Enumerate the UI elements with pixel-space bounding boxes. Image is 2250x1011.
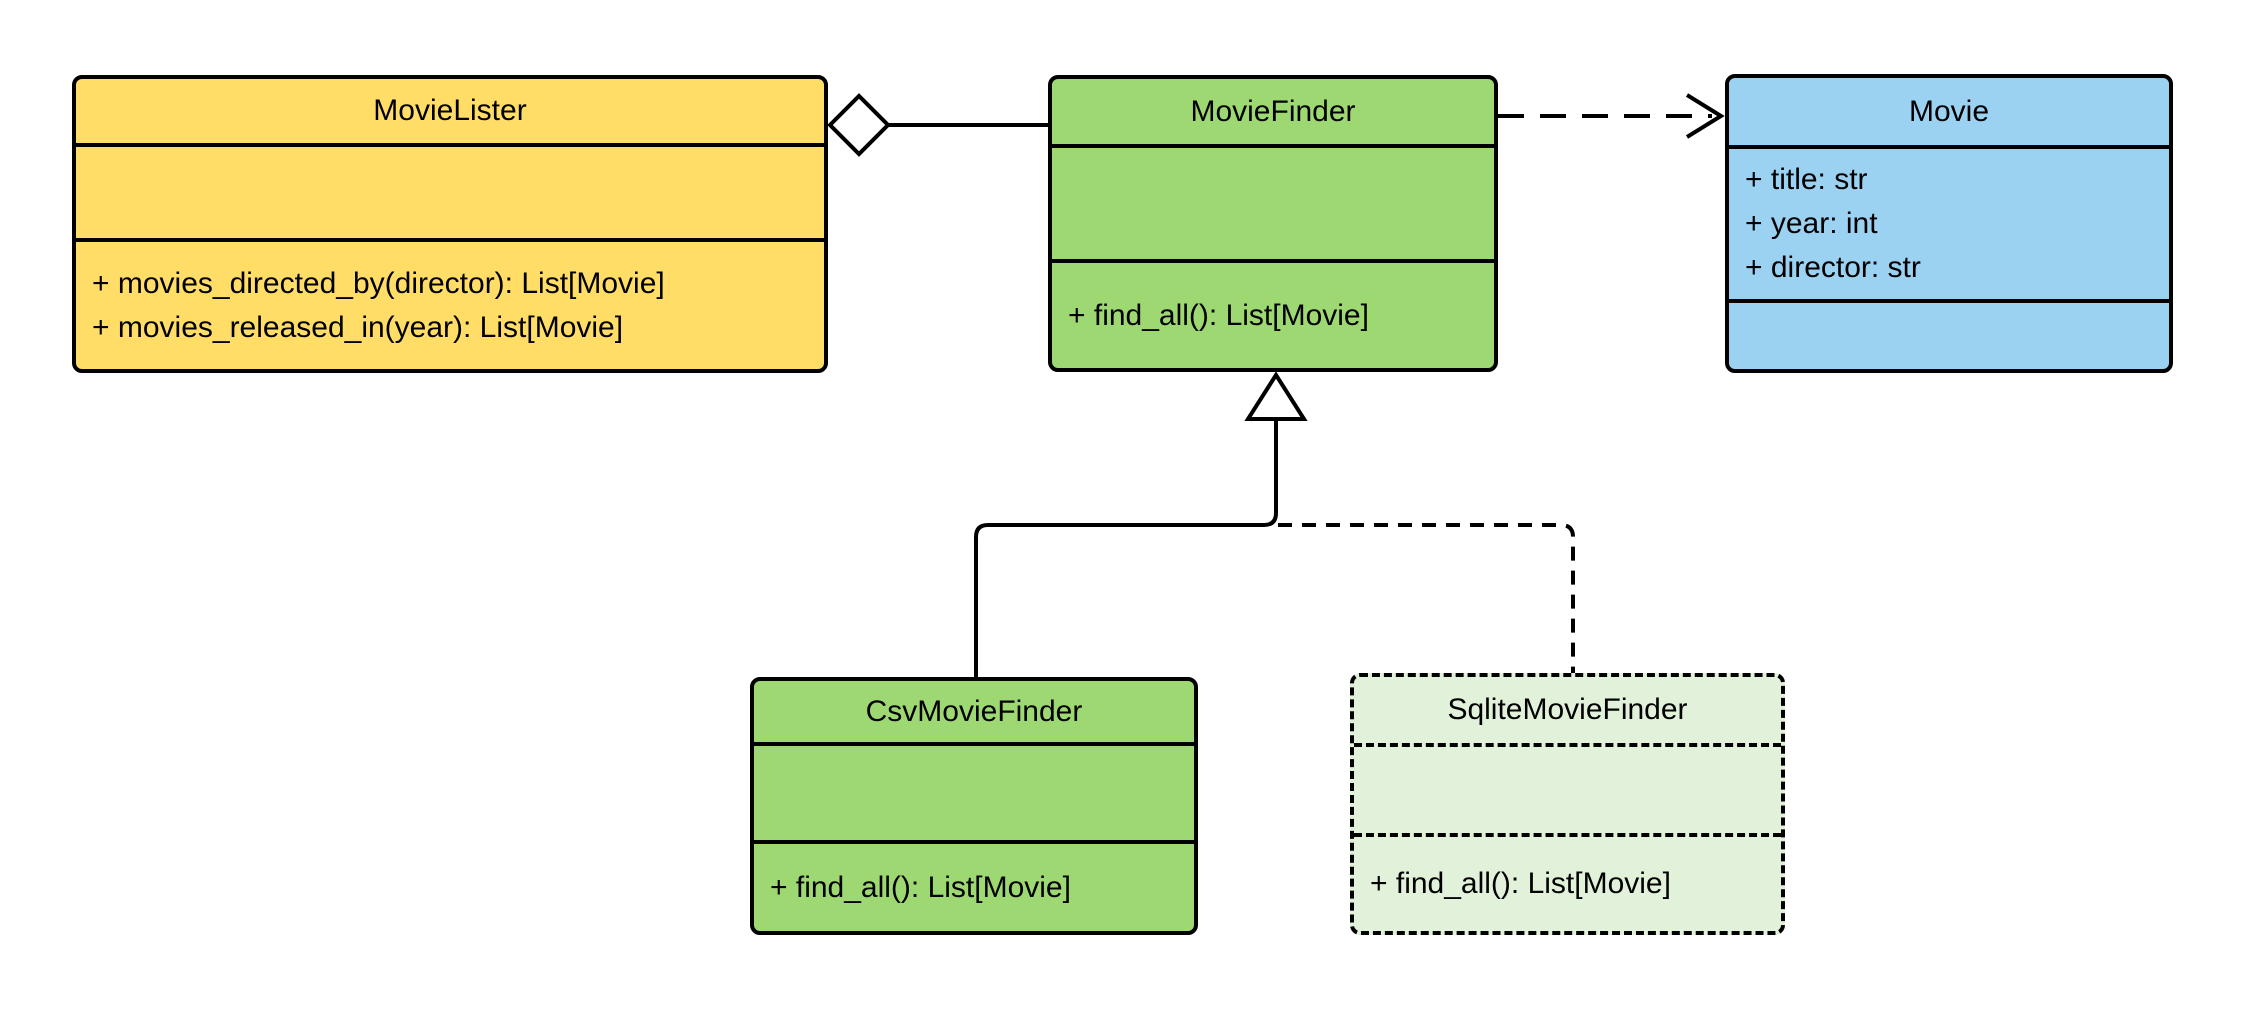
method-label: + find_all(): List[Movie] — [1068, 298, 1369, 332]
generalization-connector-csvmoviefinder-moviefinder — [974, 419, 1278, 677]
class-box-moviefinder: MovieFinder + find_all(): List[Movie] — [1048, 75, 1498, 372]
class-title: SqliteMovieFinder — [1447, 693, 1688, 726]
dependency-open-arrowhead-icon — [1685, 93, 1725, 139]
methods-section: + find_all(): List[Movie] — [1052, 259, 1494, 368]
method-label: + find_all(): List[Movie] — [1370, 867, 1671, 900]
class-title: MovieFinder — [1190, 94, 1356, 128]
generalization-connector-sqlitemoviefinder-moviefinder — [1278, 523, 1575, 673]
dependency-connector-moviefinder-movie — [1498, 93, 1725, 139]
attributes-section-empty — [754, 742, 1194, 840]
methods-section: + movies_directed_by(director): List[Mov… — [76, 238, 824, 369]
class-title: Movie — [1908, 94, 1990, 128]
class-box-sqlitemoviefinder: SqliteMovieFinder + find_all(): List[Mov… — [1350, 673, 1785, 935]
method-label: + movies_directed_by(director): List[Mov… — [92, 266, 665, 300]
methods-section: + find_all(): List[Movie] — [1354, 833, 1781, 931]
attribute-label: + director: str — [1745, 251, 1921, 284]
method-label: + movies_released_in(year): List[Movie] — [92, 310, 624, 344]
aggregation-diamond-icon — [827, 93, 891, 157]
attribute-label: + title: str — [1745, 163, 1868, 196]
attributes-section-empty — [1052, 144, 1494, 259]
methods-section-empty — [1729, 299, 2169, 369]
generalization-solid-line — [974, 419, 1278, 677]
aggregation-connector-movielister-moviefinder — [827, 93, 1048, 157]
class-title: CsvMovieFinder — [865, 694, 1083, 728]
generalization-triangle-icon — [1244, 371, 1308, 421]
class-box-movielister: MovieLister + movies_directed_by(directo… — [72, 75, 828, 373]
attributes-section: + title: str + year: int + director: str — [1729, 145, 2169, 299]
class-title: MovieLister — [373, 94, 527, 127]
class-box-movie: Movie + title: str + year: int + directo… — [1725, 74, 2173, 373]
attributes-section-empty — [76, 143, 824, 238]
class-box-csvmoviefinder: CsvMovieFinder + find_all(): List[Movie] — [750, 677, 1198, 935]
generalization-dashed-line — [1278, 523, 1575, 673]
attributes-section-empty — [1354, 743, 1781, 833]
methods-section: + find_all(): List[Movie] — [754, 840, 1194, 931]
method-label: + find_all(): List[Movie] — [770, 870, 1071, 904]
attribute-label: + year: int — [1745, 207, 1878, 240]
